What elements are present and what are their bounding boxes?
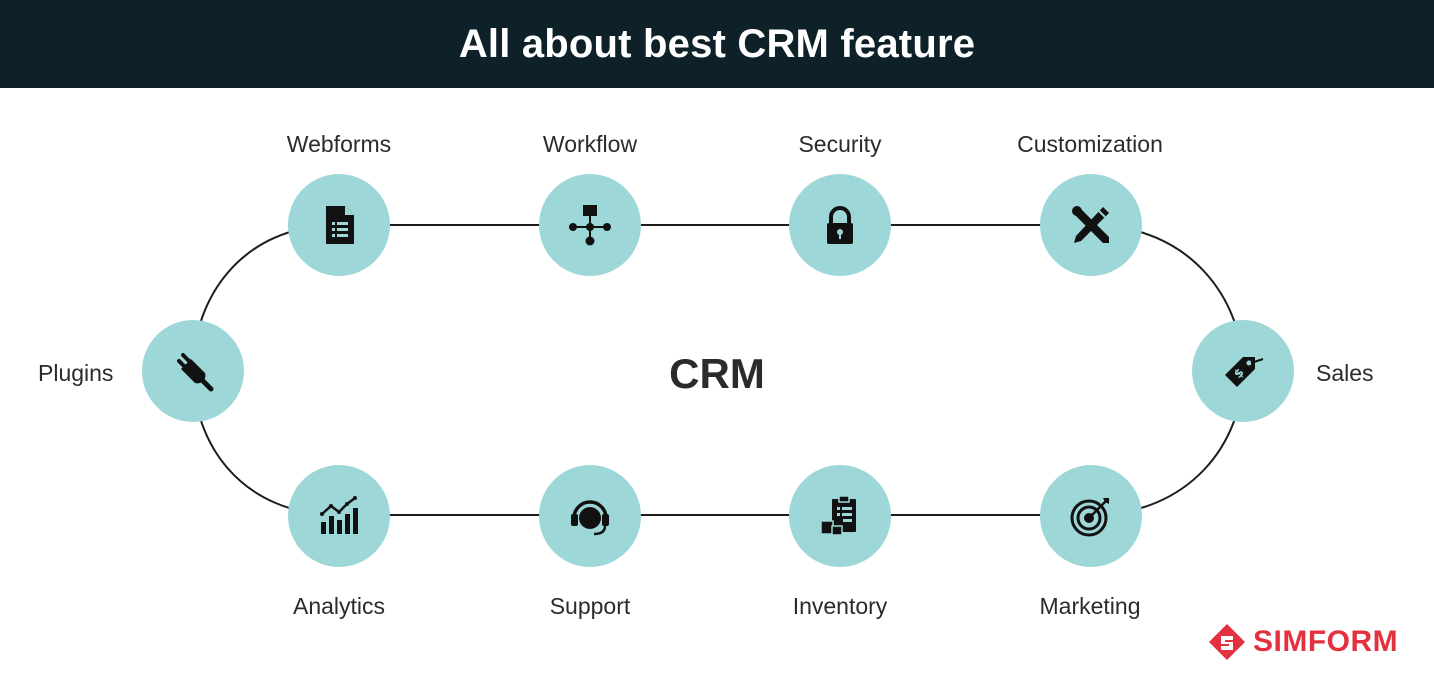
workflow-icon (569, 205, 611, 246)
workflow-label: Workflow (542, 131, 638, 157)
security-node (789, 174, 891, 276)
simform-logo-text: SIMFORM (1253, 625, 1399, 658)
clipboard-boxes-icon (820, 495, 856, 536)
sales-node: $ (1192, 320, 1294, 422)
plugins-label: Plugins (38, 360, 114, 386)
analytics-label: Analytics (292, 593, 386, 619)
marketing-node (1040, 465, 1142, 567)
price-tag-icon: $ (1225, 357, 1264, 387)
inventory-node (789, 465, 891, 567)
plug-icon (177, 353, 214, 392)
page-title: All about best CRM feature (458, 21, 976, 66)
headset-icon (571, 500, 609, 536)
support-node (539, 465, 641, 567)
center-crm-label: CRM (669, 350, 765, 397)
sales-label: Sales (1316, 360, 1374, 386)
marketing-label: Marketing (1039, 593, 1141, 619)
target-dart-icon (1070, 498, 1109, 537)
support-label: Support (549, 593, 631, 619)
simform-logo: SIMFORM (1207, 620, 1398, 664)
security-label: Security (798, 131, 882, 157)
simform-logo-icon (1209, 624, 1245, 660)
analytics-node (288, 465, 390, 567)
inventory-label: Inventory (792, 593, 888, 619)
webforms-node (288, 174, 390, 276)
bar-chart-trend-icon (320, 496, 358, 534)
customization-node (1040, 174, 1142, 276)
webforms-label: Webforms (286, 131, 392, 157)
padlock-icon (827, 206, 853, 244)
document-form-icon (326, 206, 354, 244)
pencil-wrench-icon (1072, 206, 1109, 243)
customization-label: Customization (1017, 131, 1163, 157)
workflow-node (539, 174, 641, 276)
header-bar: All about best CRM feature (0, 0, 1434, 88)
plugins-node (142, 320, 244, 422)
